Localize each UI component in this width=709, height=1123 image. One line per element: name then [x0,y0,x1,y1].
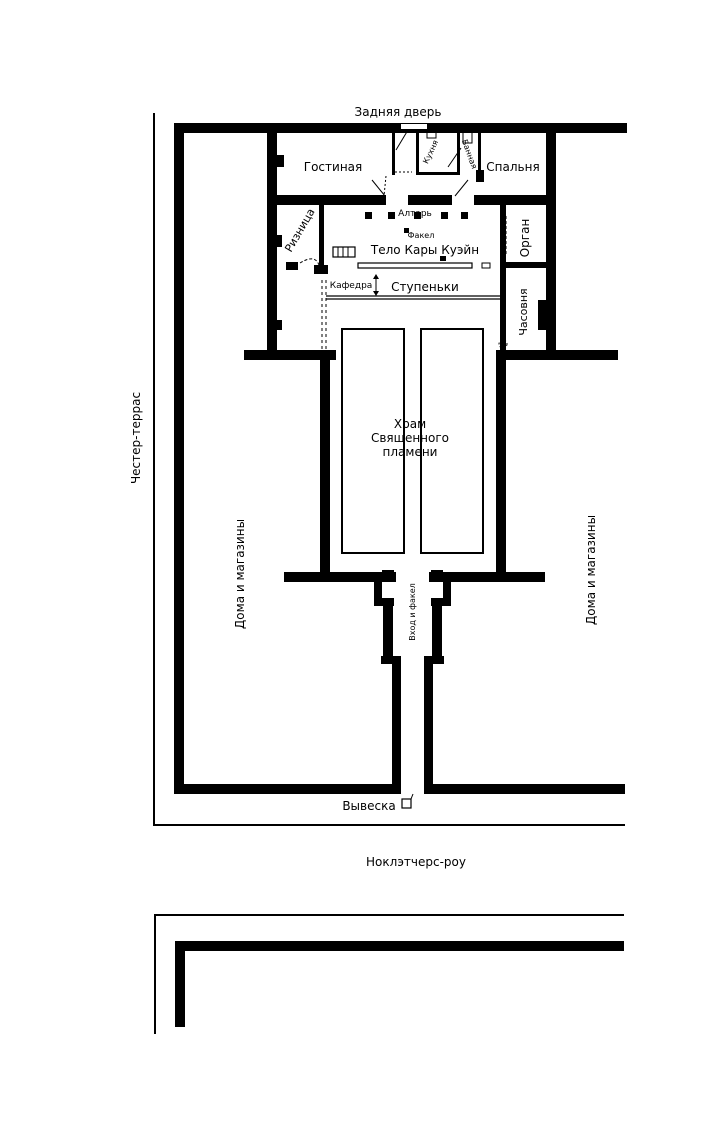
label-vestry: Ризница [282,206,317,254]
label-back-door: Задняя дверь [355,105,442,119]
label-altar: Алтарь [398,209,432,219]
stairs [332,246,356,258]
altar-columns [365,212,468,233]
label-chester-terrace: Честер-террас [129,392,143,484]
label-living-room: Гостиная [304,160,362,174]
label-bathroom: Ванная [460,138,479,170]
label-entrance-torch: Вход и факел [408,583,417,641]
sanctuary-walls [244,195,618,360]
label-temple-line-1: Храм [394,417,426,431]
label-body: Тело Кары Куэйн [370,243,479,257]
residence-door [371,171,474,206]
label-bedroom: Спальня [486,160,539,174]
label-temple-line-3: пламени [383,445,438,459]
label-torch: Факел [408,231,435,240]
body-marker [357,256,491,269]
label-pulpit: Кафедра [330,281,373,291]
label-temple-line-2: Священного [371,431,449,445]
label-steps: Ступеньки [391,280,459,294]
sign-marker [401,793,414,809]
label-organ: Орган [518,219,532,258]
residence-walls [267,123,556,205]
back-door [395,123,473,168]
vestry-door [299,258,327,352]
entrance-walls [374,570,451,794]
label-houses-left: Дома и магазины [233,519,247,629]
steps-block [326,216,508,349]
label-kitchen: Кухня [421,138,440,165]
label-street: Ноклэтчерс-роу [366,855,466,869]
label-sign: Вывеска [342,799,395,813]
street-lines [153,113,625,1034]
pews [341,328,484,554]
temple-hall-walls [284,356,545,582]
label-houses-right: Дома и магазины [584,515,598,625]
label-chapel: Часовня [517,288,530,335]
labels: Задняя дверь Гостиная Кухня Ванная Спаль… [129,105,598,869]
